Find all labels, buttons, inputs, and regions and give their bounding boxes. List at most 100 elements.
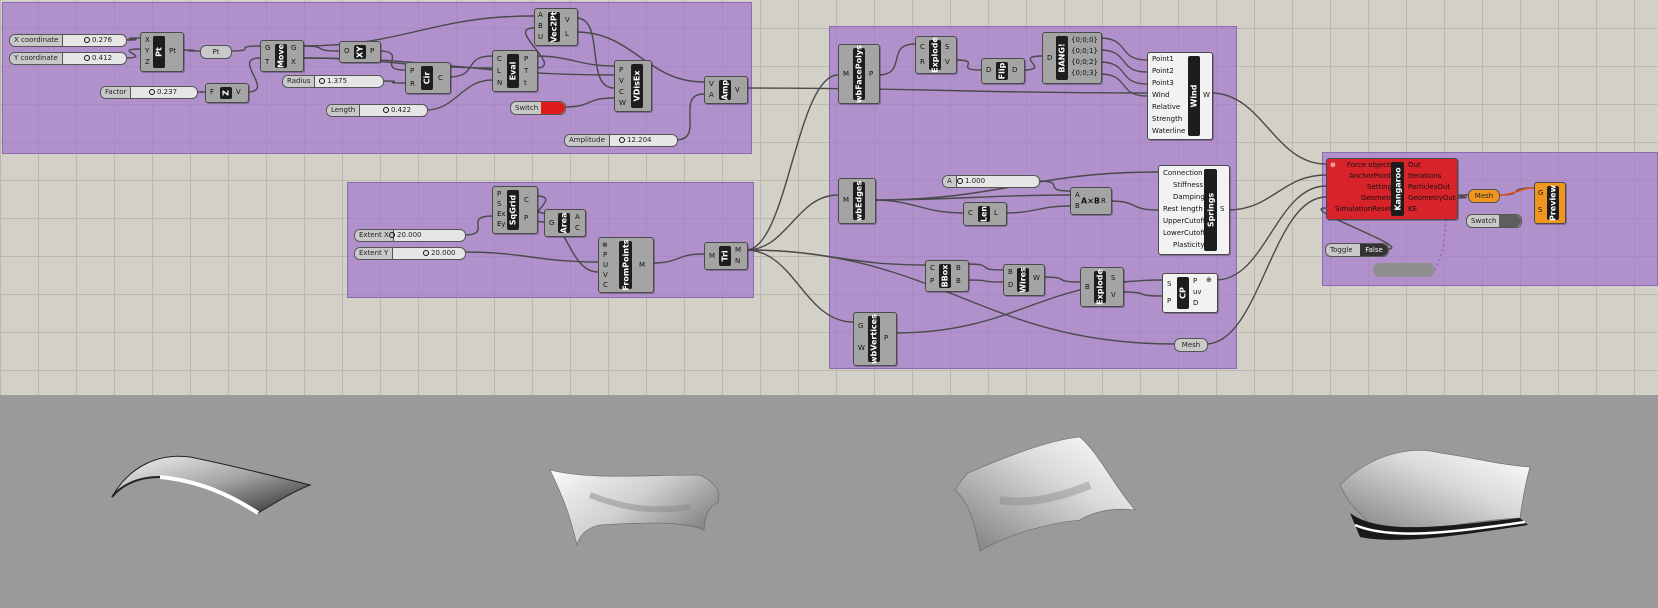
component-name: BBox: [940, 264, 950, 288]
pt-param[interactable]: Pt: [200, 45, 232, 59]
port-label: B: [1008, 268, 1013, 276]
wbvertices-component[interactable]: G W wbVertices P: [853, 312, 897, 366]
mesh-output-param[interactable]: Mesh: [1468, 189, 1500, 203]
component-name: wbFacePolys: [854, 45, 864, 103]
wire: [124, 48, 141, 59]
slider-label: Y coordinate: [10, 53, 63, 64]
port-label: C: [575, 224, 580, 232]
pt-component[interactable]: X Y Z Pt Pt: [140, 32, 184, 72]
port-label: Damping: [1173, 193, 1205, 201]
component-name: Len: [979, 205, 989, 223]
springs-component[interactable]: Connection Stiffness Damping Rest length…: [1158, 165, 1230, 255]
wire: [1004, 205, 1071, 214]
move-component[interactable]: G T Move G X: [260, 40, 304, 72]
preview-component[interactable]: G S Preview: [1534, 182, 1566, 224]
port-label: V: [945, 58, 950, 66]
x-coordinate-slider[interactable]: X coordinate 0.276: [9, 34, 127, 47]
port-label: B: [538, 22, 543, 30]
component-core: Z: [220, 87, 232, 99]
cir-component[interactable]: P R Cir C: [405, 62, 451, 94]
slider-label: Extent X: [355, 230, 394, 241]
xy-component[interactable]: O XY P: [339, 41, 381, 63]
port-label: C: [438, 74, 443, 82]
wire: [525, 27, 545, 69]
extent-y-slider[interactable]: Extent Y 20.000: [354, 247, 466, 260]
wbedges-component[interactable]: M wbEdges: [838, 178, 876, 224]
vec2pt-component[interactable]: A B U Vec2Pt V L: [534, 8, 578, 46]
component-core: Wires: [1017, 267, 1029, 293]
eval-component[interactable]: C L N Eval P T t: [492, 50, 538, 92]
frompoints-component[interactable]: ⊕ P U V C FromPoints M: [598, 237, 654, 293]
flip-component[interactable]: D Flip D: [981, 58, 1025, 84]
z-component[interactable]: F Z V: [205, 83, 249, 103]
component-core: Cir: [421, 66, 433, 90]
bang-component[interactable]: D BANG! {0;0;0} {0;0;1} {0;0;2} {0;0;3}: [1042, 32, 1102, 84]
port-label: P: [524, 55, 529, 63]
component-name: VDisEx: [632, 70, 642, 102]
cull-icon: ⊕: [602, 241, 608, 249]
port-label: M: [639, 261, 646, 269]
len-component[interactable]: C Len L: [963, 202, 1007, 226]
grasshopper-canvas[interactable]: X coordinate 0.276 Y coordinate 0.412 Fa…: [0, 0, 1658, 395]
port-label: M: [843, 70, 850, 78]
explode-component-1[interactable]: C R Explode S V: [915, 36, 957, 74]
slider-value: 20.000: [389, 230, 422, 241]
extent-x-slider[interactable]: Extent X 20.000: [354, 229, 466, 242]
port-label: S: [945, 43, 950, 51]
bbox-component[interactable]: C P BBox B B: [925, 260, 969, 292]
area-component[interactable]: G Area A C: [544, 209, 586, 237]
length-slider[interactable]: Length 0.422: [326, 104, 428, 117]
component-core: Springs: [1204, 169, 1217, 251]
mesh-param[interactable]: Mesh: [1174, 338, 1208, 352]
explode-component-2[interactable]: B Explode S V: [1080, 267, 1124, 307]
a-slider[interactable]: A 1.000: [942, 175, 1040, 188]
render-views: [111, 436, 1531, 552]
param-label: Pt: [212, 48, 220, 56]
preview-swatch[interactable]: Swatch: [1466, 214, 1522, 228]
port-label: D: [1193, 299, 1199, 307]
kangaroo-component[interactable]: ⊕ Force objects AnchorPoints Settings Ge…: [1326, 158, 1458, 220]
component-core: BBox: [939, 264, 951, 288]
timer-capsule[interactable]: [1373, 263, 1435, 277]
port-label: C: [920, 43, 925, 51]
wire: [966, 263, 1004, 271]
wire: [381, 80, 406, 84]
preview-wire: [1497, 187, 1535, 196]
tri-component[interactable]: M Tri M N: [704, 242, 748, 270]
axb-component[interactable]: A B A×B R: [1070, 187, 1112, 215]
port-label: D: [986, 66, 992, 74]
component-name: Preview: [1548, 184, 1558, 222]
wire: [966, 279, 1004, 283]
switch-swatch[interactable]: Switch: [510, 101, 566, 115]
y-coordinate-slider[interactable]: Y coordinate 0.412: [9, 52, 127, 65]
wire: [575, 17, 615, 89]
port-label: N: [497, 79, 503, 87]
wire: [1042, 276, 1081, 283]
component-name: CP: [1178, 287, 1188, 299]
wbfacepolys-component[interactable]: M wbFacePolys P: [838, 44, 880, 104]
wires-component[interactable]: B D Wires W: [1003, 264, 1045, 296]
amplitude-slider[interactable]: Amplitude 12.204: [564, 134, 678, 147]
amp-component[interactable]: V A Amp V: [704, 76, 748, 104]
port-label: W: [619, 99, 626, 107]
vdisex-component[interactable]: P V C W VDisEx: [614, 60, 652, 112]
factor-slider[interactable]: Factor 0.237: [100, 86, 198, 99]
cp-component[interactable]: S P CP ⊕ P uv D: [1162, 273, 1218, 313]
slider-value: 1.375: [319, 76, 347, 87]
port-label: S: [1111, 274, 1116, 282]
radius-slider[interactable]: Radius 1.375: [282, 75, 384, 88]
component-name: Wind: [1189, 84, 1199, 108]
port-label: Ex: [497, 210, 506, 218]
port-label: Y: [145, 47, 150, 55]
port-label: Point3: [1152, 79, 1174, 87]
port-label: G: [858, 322, 864, 330]
sqgrid-component[interactable]: P S Ex Ey SqGrid C P: [492, 186, 538, 234]
wind-component[interactable]: Point1 Point2 Point3 Wind Relative Stren…: [1147, 52, 1213, 140]
port-label: M: [843, 196, 850, 204]
component-name: XY: [355, 46, 365, 58]
port-label: G: [549, 219, 555, 227]
render-4: [1339, 450, 1531, 540]
wire: [425, 79, 493, 111]
component-name: BANG!: [1057, 43, 1067, 73]
toggle[interactable]: Toggle False: [1325, 243, 1389, 257]
